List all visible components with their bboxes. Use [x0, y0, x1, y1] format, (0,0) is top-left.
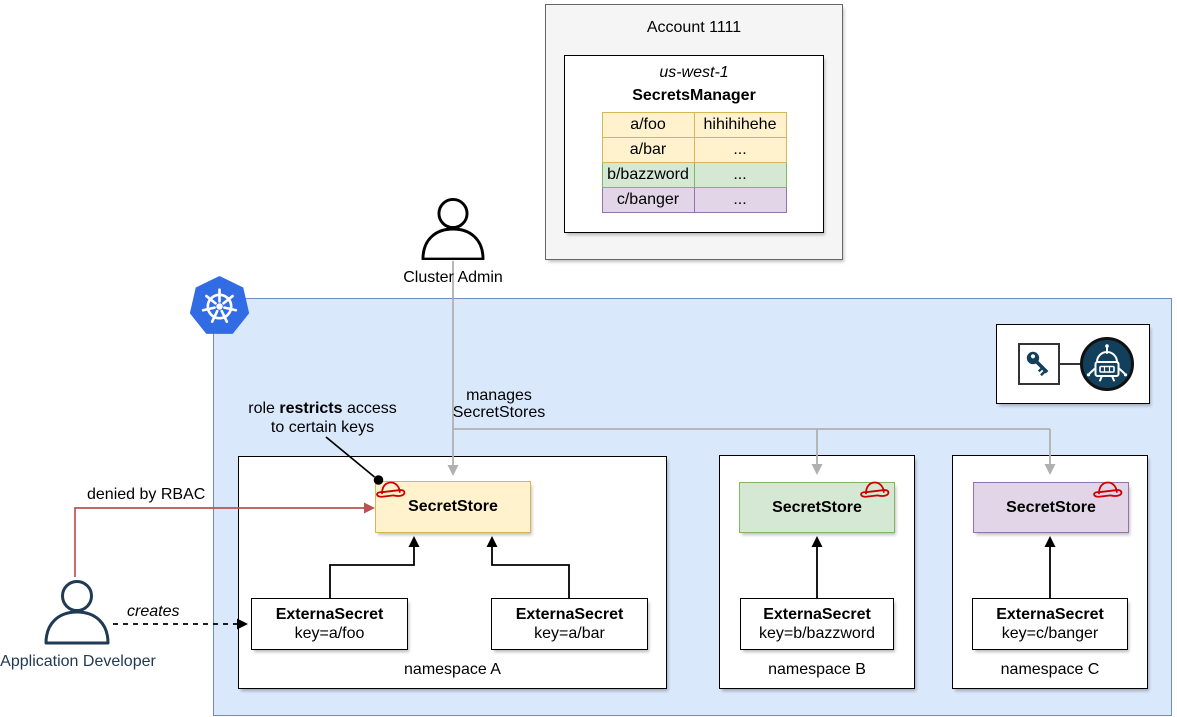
externalsecret-box-c-banger: ExternaSecret key=c/banger [972, 598, 1128, 650]
secretstore-box-c: SecretStore [973, 482, 1129, 533]
externalsecret-key: key=b/bazzword [758, 625, 876, 642]
externalsecret-key: key=a/bar [534, 625, 605, 642]
secret-value-cell: hihihihehe [693, 112, 787, 138]
annotation-denied-by-rbac: denied by RBAC [87, 486, 206, 503]
namespace-label: namespace C [1000, 661, 1100, 678]
namespace-label: namespace A [404, 661, 501, 678]
redhat-icon [376, 481, 406, 498]
annotation-manages: manages SecretStores [440, 387, 558, 421]
secret-row: a/bar ... [601, 137, 787, 163]
secret-key-cell: b/bazzword [601, 162, 695, 188]
externalsecret-key: key=c/banger [1001, 625, 1099, 642]
externalsecret-box-b-bazzword: ExternaSecret key=b/bazzword [740, 598, 894, 650]
cluster-admin-icon [421, 198, 485, 260]
key-icon [1026, 351, 1049, 377]
region-box: us-west-1 SecretsManager a/foo hihihiheh… [564, 55, 824, 233]
externalsecret-title: ExternaSecret [515, 606, 624, 623]
account-title: Account 1111 [646, 19, 742, 36]
external-secrets-logo-box [996, 324, 1150, 404]
secretsmanager-title: SecretsManager [632, 87, 756, 104]
externalsecret-title: ExternaSecret [996, 606, 1104, 623]
secretstore-label: SecretStore [408, 498, 498, 515]
app-developer-label: Application Developer [0, 653, 156, 670]
secret-key-cell: c/banger [601, 187, 695, 213]
manages-line2: SecretStores [452, 404, 546, 421]
externalsecret-box-a-foo: ExternaSecret key=a/foo [251, 598, 408, 650]
secret-row: b/bazzword ... [601, 162, 787, 188]
robot-icon [1080, 337, 1134, 391]
externalsecret-title: ExternaSecret [763, 606, 871, 623]
secret-row: a/foo hihihihehe [601, 112, 787, 138]
externalsecret-title: ExternaSecret [275, 606, 384, 623]
externalsecret-box-a-bar: ExternaSecret key=a/bar [491, 598, 648, 650]
externalsecret-key: key=a/foo [294, 625, 365, 642]
secret-value-cell: ... [693, 137, 787, 163]
redhat-icon [1093, 481, 1123, 498]
secretstore-label: SecretStore [1006, 498, 1096, 516]
role-line2: to certain keys [270, 419, 375, 436]
annotation-creates: creates [127, 603, 180, 620]
annotation-role-restricts: role restricts access to certain keys [240, 399, 405, 437]
secret-key-cell: a/foo [601, 112, 695, 138]
namespace-label: namespace B [768, 661, 866, 678]
secret-row: c/banger ... [601, 187, 787, 213]
redhat-icon [860, 481, 890, 498]
key-box [1018, 343, 1060, 385]
app-developer-icon [44, 580, 110, 645]
region-title: us-west-1 [659, 64, 729, 81]
secret-value-cell: ... [693, 187, 787, 213]
role-line1: role restricts access [248, 400, 397, 417]
manages-line1: manages [466, 387, 532, 404]
secret-key-cell: a/bar [601, 137, 695, 163]
logo-connector-line [1059, 363, 1083, 365]
secret-value-cell: ... [693, 162, 787, 188]
secrets-table: a/foo hihihihehe a/bar ... b/bazzword ..… [601, 112, 787, 213]
secretstore-label: SecretStore [772, 498, 862, 516]
cluster-admin-label: Cluster Admin [403, 269, 503, 286]
aws-account-box: Account 1111 us-west-1 SecretsManager a/… [545, 4, 843, 260]
kubernetes-logo-icon [189, 276, 250, 334]
secretstore-box-b: SecretStore [739, 482, 895, 533]
